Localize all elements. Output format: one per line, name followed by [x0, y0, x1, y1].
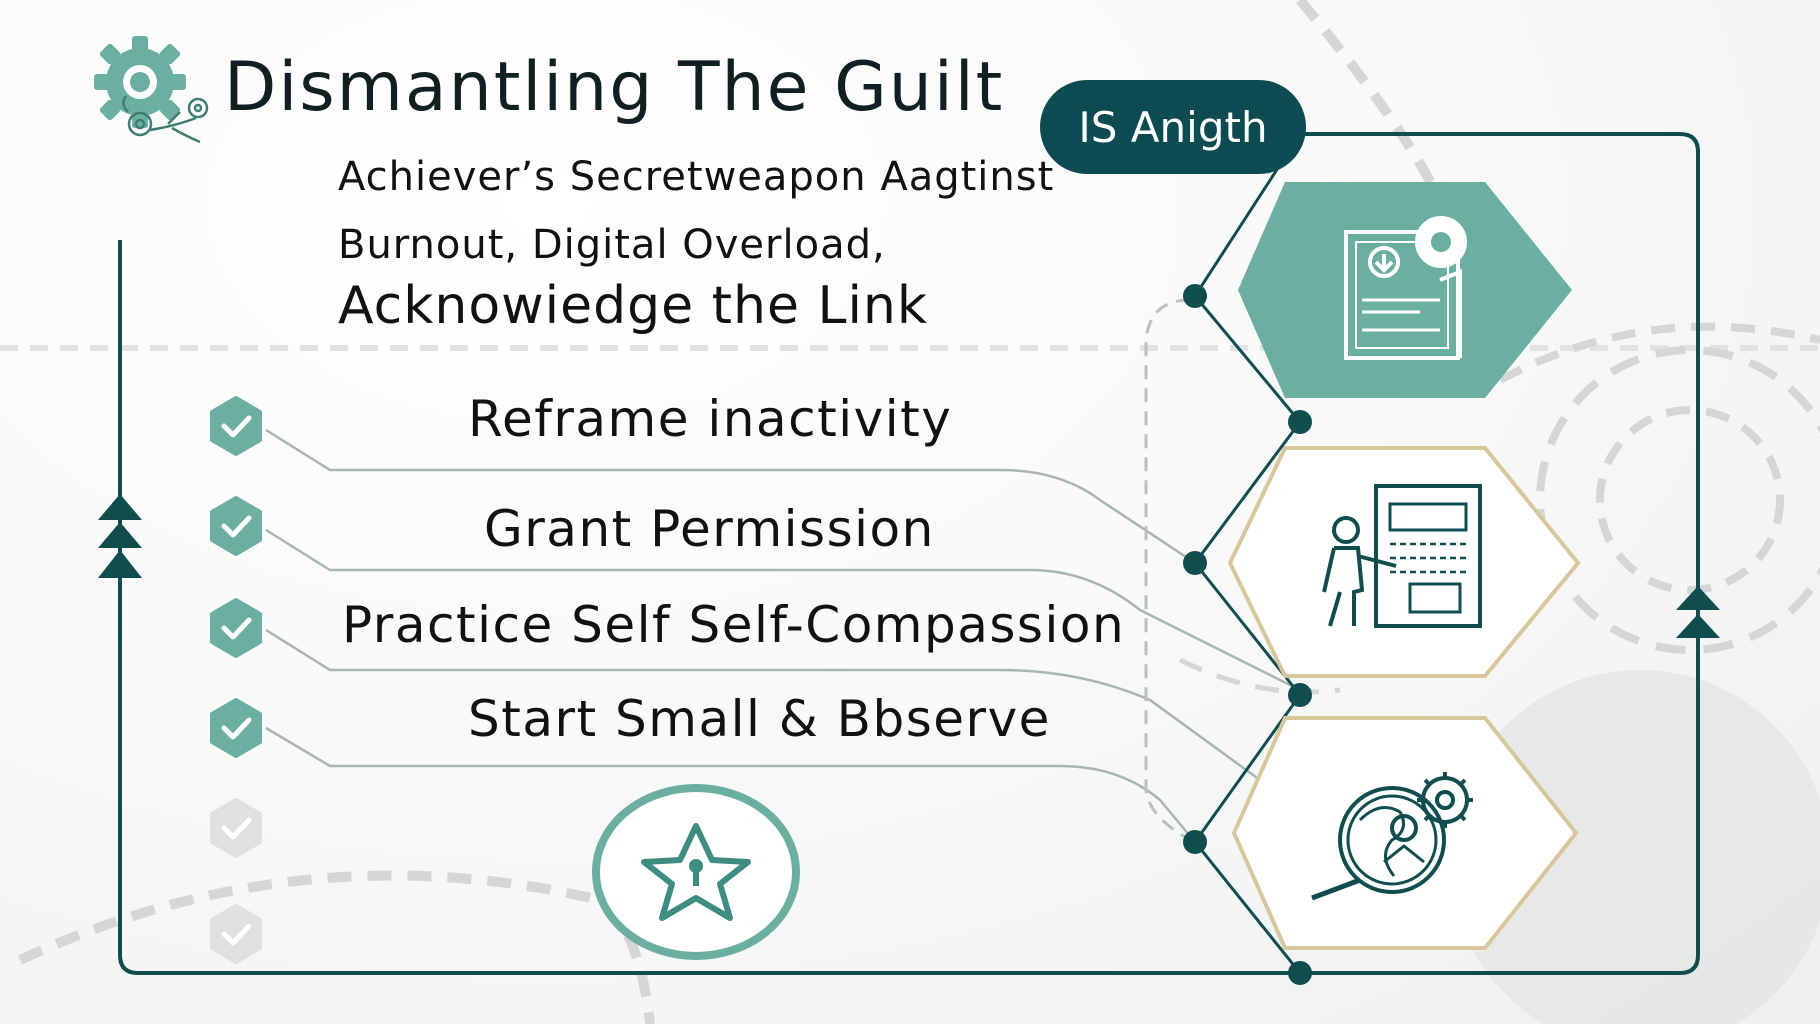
- step-label-reframe: Reframe inactivity: [468, 390, 953, 448]
- hexagon-person-board: [1227, 446, 1581, 678]
- check-icon-inactive: [210, 798, 262, 858]
- star-badge: [592, 784, 800, 960]
- subtitle-line-3: Acknowiedge the Link: [338, 276, 928, 336]
- chain-dots: [1183, 284, 1312, 985]
- step-label-compassion: Practice Self Self-Compassion: [342, 596, 1126, 654]
- insight-pill: IS Anigth: [1040, 80, 1306, 174]
- gear-flower-icon: [94, 36, 209, 144]
- check-icon-inactive: [210, 904, 262, 964]
- subtitle-line-1: Achiever’s Secretweapon Aagtinst: [338, 154, 1055, 200]
- globe-gear-icon: [1311, 772, 1473, 901]
- hexagon-document: [1238, 182, 1572, 398]
- check-icon: [210, 396, 262, 456]
- check-icon: [210, 496, 262, 556]
- hexagon-globe-gear: [1231, 716, 1579, 950]
- subtitle-line-2: Burnout, Digital Overload,: [338, 222, 886, 268]
- right-arrow-markers: [1676, 586, 1720, 638]
- step-label-permission: Grant Permission: [484, 500, 935, 558]
- step-label-start-small: Start Small & Bbserve: [468, 690, 1051, 748]
- dashed-bracket: [1144, 298, 1196, 844]
- check-icon: [210, 698, 262, 758]
- left-arrow-markers: [98, 494, 142, 578]
- person-board-icon: [1322, 484, 1482, 628]
- frame-lines: [118, 132, 1700, 975]
- page-title: Dismantling The Guilt: [224, 48, 1005, 127]
- check-icon: [210, 598, 262, 658]
- document-download-icon: [1344, 216, 1467, 360]
- step-connectors: [265, 428, 1301, 843]
- star-keyhole-icon: [641, 823, 751, 921]
- decorative-circle: [1450, 670, 1820, 1024]
